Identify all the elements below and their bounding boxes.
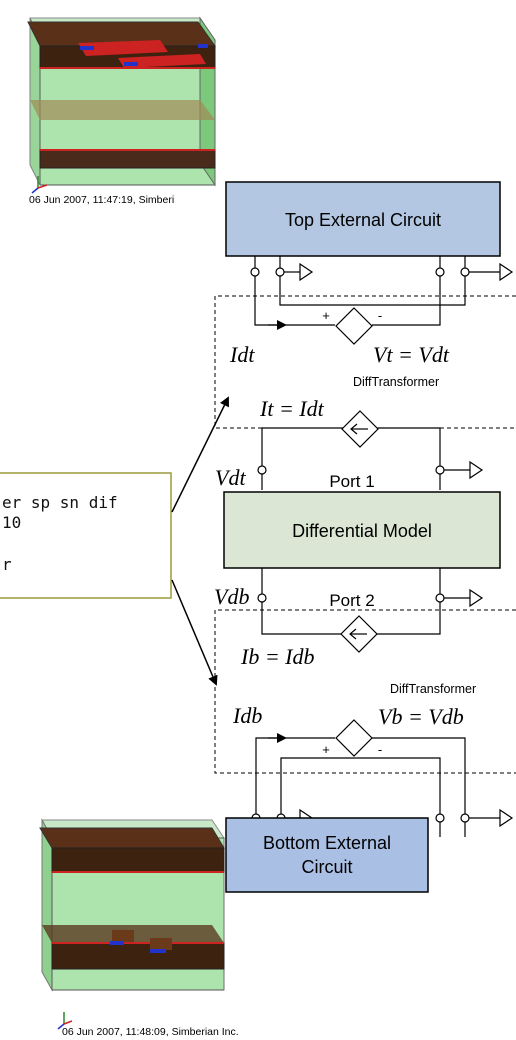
top-transformer-wires: [254, 276, 466, 326]
top-plus-sign: +: [322, 308, 330, 323]
note-line-2: 10: [2, 513, 21, 532]
bottom-minus-sign: -: [378, 742, 382, 757]
bottom-current-source-wires: [261, 602, 441, 635]
note-callout-box: [0, 472, 172, 599]
callout-arrow-down: [171, 579, 218, 686]
bottom-model-lower-board: [51, 942, 225, 970]
idt-label: Idt: [229, 342, 255, 367]
it-equation: It = Idt: [259, 396, 325, 421]
bottom-model-board-top: [39, 827, 225, 849]
top-current-source-icon: [341, 410, 379, 448]
top-external-circuit-label: Top External Circuit: [285, 210, 441, 230]
top-external-terminals: [250, 256, 514, 282]
vdb-label: Vdb: [214, 584, 249, 609]
top-model-trace-1: [78, 40, 168, 56]
top-current-source-wires: [261, 427, 441, 466]
bottom-model-trace-2: [150, 938, 172, 950]
top-model-bottom-board: [30, 100, 215, 120]
note-line-1: er sp sn dif: [2, 493, 118, 512]
bottom-3d-model: 06 Jun 2007, 11:48:09, Simberian Inc.: [39, 818, 239, 1038]
bottom-model-timestamp: 06 Jun 2007, 11:48:09, Simberian Inc.: [62, 1026, 239, 1038]
bottom-external-circuit-label-line2: Circuit: [301, 857, 352, 877]
port1-terminals: [257, 460, 484, 490]
note-line-3: r: [2, 555, 12, 574]
port2-label: Port 2: [329, 591, 374, 610]
vt-equation: Vt = Vdt: [373, 342, 450, 367]
top-voltage-source-icon: [335, 307, 373, 345]
bottom-external-circuit-block: [225, 817, 429, 893]
diff-transformer-bottom-label: DiffTransformer: [390, 682, 476, 696]
differential-model-label: Differential Model: [292, 521, 432, 541]
top-external-circuit-block: [225, 181, 501, 257]
bottom-model-board-front: [51, 847, 225, 873]
diff-transformer-top-label: DiffTransformer: [353, 375, 439, 389]
callout-arrow-up: [171, 396, 229, 513]
top-3d-model: 06 Jun 2007, 11:47:19, Simberi: [27, 16, 216, 206]
vb-equation: Vb = Vdb: [378, 704, 464, 729]
vdt-label: Vdt: [215, 465, 246, 490]
bottom-model-port-2: [150, 949, 166, 953]
bottom-model-trace-1: [112, 930, 134, 942]
bottom-external-circuit-label-line1: Bottom External: [263, 833, 391, 853]
bottom-transformer-wires: [255, 737, 466, 814]
idb-label: Idb: [232, 703, 262, 728]
top-model-bottom-board-front: [39, 149, 216, 169]
bottom-transformer-dashed-box: [214, 609, 516, 774]
ib-equation: Ib = Idb: [240, 644, 315, 669]
top-model-timestamp: 06 Jun 2007, 11:47:19, Simberi: [29, 194, 174, 206]
port1-label: Port 1: [329, 472, 374, 491]
port2-terminals: [257, 568, 484, 608]
bottom-current-source-icon: [340, 615, 378, 653]
bottom-voltage-source-icon: [335, 719, 373, 757]
bottom-model-port-1: [110, 941, 124, 945]
bottom-plus-sign: +: [322, 742, 330, 757]
top-model-axes-icon: [31, 176, 48, 194]
differential-model-block: [223, 491, 501, 569]
top-model-trace-2: [118, 54, 206, 68]
top-model-port-1: [80, 46, 94, 50]
bottom-model-axes-icon: [57, 1012, 73, 1030]
top-minus-sign: -: [378, 308, 382, 323]
top-model-port-2: [124, 62, 138, 66]
top-model-port-3: [198, 44, 208, 48]
